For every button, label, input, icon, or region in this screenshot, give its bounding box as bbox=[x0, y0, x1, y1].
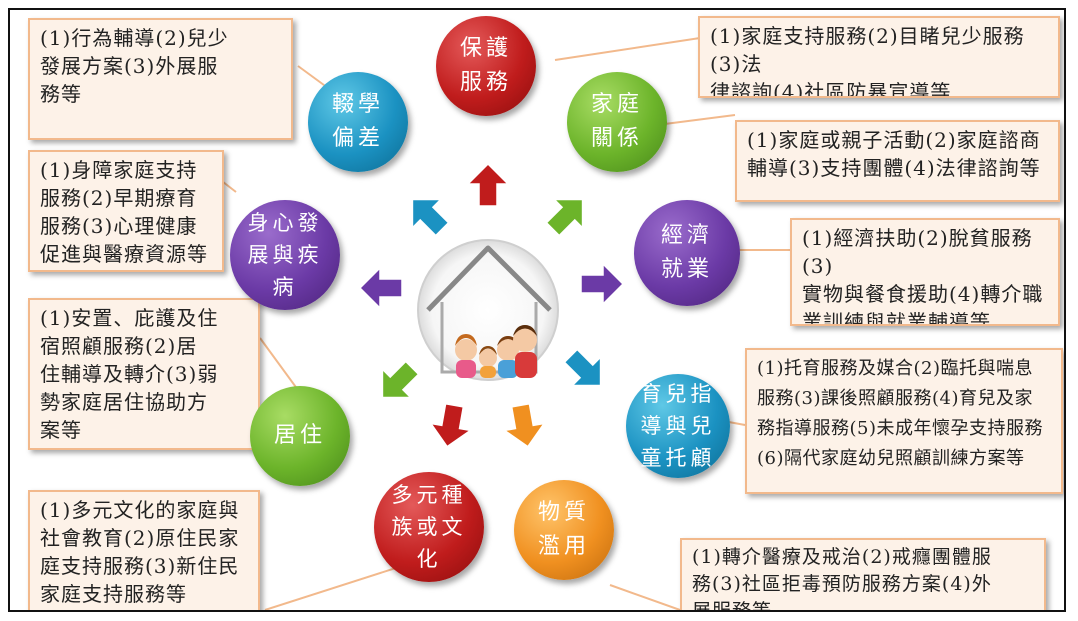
arrow-icon bbox=[466, 162, 510, 207]
circle-family-line: 關係 bbox=[590, 126, 643, 151]
box-housing: (1)安置、庇護及住 宿照顧服務(2)居 住輔導及轉介(3)弱 勢家庭居住協助方… bbox=[28, 298, 260, 450]
arrow-icon bbox=[429, 402, 473, 448]
circle-delinquency: 輟學 偏差 bbox=[308, 72, 408, 172]
circle-health-line: 身心發 bbox=[247, 211, 323, 235]
box-childcare: (1)托育服務及媒合(2)臨托與喘息 服務(3)課後照顧服務(4)育兒及家 務指… bbox=[745, 348, 1063, 494]
circle-substance: 物質 濫用 bbox=[514, 480, 614, 580]
box-health: (1)身障家庭支持 服務(2)早期療育 服務(3)心理健康 促進與醫療資源等 bbox=[28, 150, 224, 272]
box-housing-line: 案等 bbox=[40, 418, 82, 442]
circle-childcare: 育兒指 導與兒 童托顧 bbox=[626, 374, 730, 478]
box-substance-line: 展服務等 bbox=[692, 600, 773, 612]
connector-substance bbox=[609, 584, 681, 610]
circle-substance-line: 物質 bbox=[537, 500, 590, 525]
box-health-line: 服務(3)心理健康 bbox=[40, 214, 198, 238]
house-with-family-icon bbox=[417, 239, 559, 381]
box-culture: (1)多元文化的家庭與 社會教育(2)原住民家 庭支持服務(3)新住民 家庭支持… bbox=[28, 490, 260, 610]
diagram-canvas: (1)行為輔導(2)兒少 發展方案(3)外展服 務等 (1)家庭支持服務(2)目… bbox=[8, 8, 1066, 612]
circle-childcare-line: 育兒指 bbox=[640, 382, 716, 406]
box-childcare-line: (1)托育服務及媒合(2)臨托與喘息 bbox=[757, 358, 1033, 379]
box-protection-line: (1)家庭支持服務(2)目睹兒少服務(3)法 bbox=[710, 24, 1025, 76]
family-icon bbox=[455, 325, 537, 378]
circle-protection-line: 保護 bbox=[459, 36, 512, 61]
box-culture-line: (1)多元文化的家庭與 bbox=[40, 498, 240, 522]
box-protection-line: 律諮詢(4)社區防暴宣導等 bbox=[710, 80, 952, 98]
arrow-icon bbox=[381, 360, 420, 399]
circle-childcare-line: 童托顧 bbox=[640, 446, 716, 470]
box-substance-line: 務(3)社區拒毒預防服務方案(4)外 bbox=[692, 573, 992, 595]
box-childcare-line: 務指導服務(5)未成年懷孕支持服務 bbox=[757, 418, 1043, 439]
box-economy: (1)經濟扶助(2)脫貧服務(3) 實物與餐食援助(4)轉介職 業訓練與就業輔導… bbox=[790, 218, 1060, 326]
box-childcare-line: 服務(3)課後照顧服務(4)育兒及家 bbox=[757, 388, 1033, 409]
circle-substance-line: 濫用 bbox=[537, 534, 590, 559]
arrow-icon bbox=[545, 198, 584, 237]
box-health-line: 服務(2)早期療育 bbox=[40, 186, 198, 210]
box-housing-line: 宿照顧服務(2)居 bbox=[40, 334, 198, 358]
circle-housing: 居住 bbox=[250, 386, 350, 486]
box-housing-line: 住輔導及轉介(3)弱 bbox=[40, 362, 219, 386]
box-substance: (1)轉介醫療及戒治(2)戒癮團體服 務(3)社區拒毒預防服務方案(4)外 展服… bbox=[680, 538, 1046, 612]
circle-family: 家庭 關係 bbox=[567, 72, 667, 172]
box-delinquency-line: (1)行為輔導(2)兒少 bbox=[40, 26, 229, 50]
circle-culture: 多元種 族或文 化 bbox=[374, 472, 484, 582]
circle-protection-line: 服務 bbox=[459, 70, 512, 95]
circle-economy-line: 就業 bbox=[660, 257, 713, 282]
arrow-icon bbox=[411, 198, 450, 237]
box-childcare-line: (6)隔代家庭幼兒照顧訓練方案等 bbox=[757, 448, 1025, 469]
house-roof bbox=[426, 245, 552, 312]
box-economy-line: 實物與餐食援助(4)轉介職 bbox=[802, 282, 1044, 306]
box-housing-line: (1)安置、庇護及住 bbox=[40, 306, 219, 330]
arrow-icon bbox=[563, 348, 602, 387]
box-culture-line: 社會教育(2)原住民家 bbox=[40, 526, 240, 550]
box-culture-line: 家庭支持服務等 bbox=[40, 582, 187, 606]
circle-health-line: 病 bbox=[272, 275, 298, 299]
circle-delinquency-line: 輟學 bbox=[331, 92, 384, 117]
box-delinquency-line: 發展方案(3)外展服 bbox=[40, 54, 219, 78]
arrow-icon bbox=[358, 266, 403, 310]
circle-culture-line: 多元種 bbox=[391, 483, 467, 507]
circle-housing-line: 居住 bbox=[273, 423, 326, 448]
box-substance-line: (1)轉介醫療及戒治(2)戒癮團體服 bbox=[692, 546, 992, 568]
connector-protection bbox=[554, 37, 701, 61]
circle-childcare-line: 導與兒 bbox=[640, 414, 716, 438]
circle-economy-line: 經濟 bbox=[660, 223, 713, 248]
circle-economy: 經濟 就業 bbox=[634, 200, 740, 306]
box-delinquency: (1)行為輔導(2)兒少 發展方案(3)外展服 務等 bbox=[28, 18, 293, 140]
arrow-icon bbox=[580, 262, 625, 306]
circle-family-line: 家庭 bbox=[590, 92, 643, 117]
circle-delinquency-line: 偏差 bbox=[331, 126, 384, 151]
box-family-line: 輔導(3)支持團體(4)法律諮詢等 bbox=[747, 156, 1041, 180]
connector-family bbox=[656, 114, 736, 126]
box-economy-line: (1)經濟扶助(2)脫貧服務(3) bbox=[802, 226, 1033, 278]
connector-culture bbox=[264, 565, 403, 610]
arrow-icon bbox=[502, 402, 546, 448]
box-culture-line: 庭支持服務(3)新住民 bbox=[40, 554, 240, 578]
circle-culture-line: 族或文 bbox=[391, 515, 467, 539]
box-health-line: (1)身障家庭支持 bbox=[40, 158, 198, 182]
connector-housing bbox=[259, 337, 299, 391]
box-economy-line: 業訓練與就業輔導等 bbox=[802, 310, 991, 326]
arrows-layer bbox=[358, 162, 625, 448]
circle-health: 身心發 展與疾 病 bbox=[230, 200, 340, 310]
box-housing-line: 勢家庭居住協助方 bbox=[40, 390, 208, 414]
box-health-line: 促進與醫療資源等 bbox=[40, 242, 208, 266]
circle-health-line: 展與疾 bbox=[247, 243, 323, 267]
box-family: (1)家庭或親子活動(2)家庭諮商 輔導(3)支持團體(4)法律諮詢等 bbox=[735, 120, 1060, 202]
box-protection: (1)家庭支持服務(2)目睹兒少服務(3)法 律諮詢(4)社區防暴宣導等 bbox=[698, 16, 1060, 98]
box-delinquency-line: 務等 bbox=[40, 82, 82, 106]
circle-protection: 保護 服務 bbox=[436, 16, 536, 116]
circle-culture-line: 化 bbox=[416, 547, 442, 571]
box-family-line: (1)家庭或親子活動(2)家庭諮商 bbox=[747, 128, 1041, 152]
connector-delinquency bbox=[297, 65, 329, 89]
